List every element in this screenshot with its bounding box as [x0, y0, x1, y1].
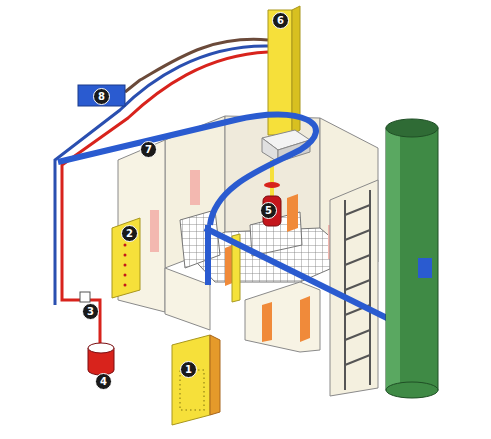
indicator [124, 264, 127, 267]
wall-panel-accent [262, 302, 272, 342]
overhead-rail [205, 228, 395, 322]
callout-number: 3 [82, 303, 99, 320]
indicator [124, 254, 127, 257]
wall-panel [330, 180, 378, 396]
indicator [124, 244, 127, 247]
dust-collector [386, 128, 438, 390]
callout-number: 1 [180, 361, 197, 378]
valve [80, 292, 90, 302]
control-cabinet-side [210, 335, 220, 415]
wall-panel-accent [287, 194, 298, 232]
callout-number: 5 [260, 202, 277, 219]
callout-number: 8 [93, 88, 110, 105]
overhead-rail [205, 225, 211, 285]
wall-panel-accent [190, 170, 200, 205]
ladder-rung [345, 330, 370, 340]
dust-collector-base [386, 382, 438, 398]
wall-panel [165, 268, 210, 330]
powder-bucket-top [88, 343, 114, 353]
overhead-rail [58, 114, 316, 225]
ladder [345, 190, 370, 390]
ladder-rung [345, 355, 370, 365]
callout-number: 6 [272, 12, 289, 29]
wall-panel-accent [150, 210, 159, 252]
indicator [124, 284, 127, 287]
hanger-disc [264, 182, 280, 188]
callout-number: 2 [121, 225, 138, 242]
indicator [124, 274, 127, 277]
control-box [78, 85, 125, 106]
ladder-rung [345, 280, 370, 290]
dust-collector-top [386, 119, 438, 137]
carriage-box [262, 138, 278, 162]
wall-panel [165, 116, 225, 268]
wall-panel [118, 140, 165, 312]
wall-panel [245, 282, 320, 352]
control-panel [112, 218, 140, 298]
callout-number: 4 [95, 373, 112, 390]
control-cabinet [172, 335, 210, 425]
callout-number: 7 [140, 141, 157, 158]
panel-indicators [124, 244, 127, 287]
dust-collector-highlight [386, 128, 400, 390]
fan-connector [418, 258, 432, 278]
ladder-rung [345, 205, 370, 215]
wall-panel-accent [300, 296, 310, 342]
ladder-rung [345, 230, 370, 240]
ladder-rung [345, 255, 370, 265]
